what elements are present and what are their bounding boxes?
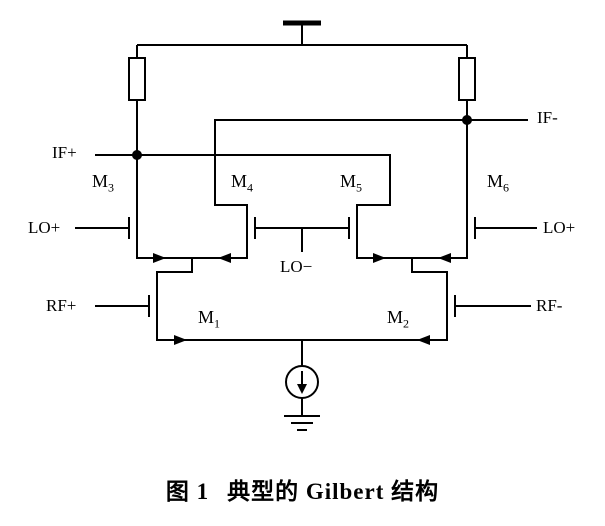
if-minus-node: [214, 115, 528, 210]
figure-caption-title: 典型的 Gilbert 结构: [227, 479, 440, 504]
label-m4-sub: 4: [247, 180, 254, 195]
label-if-minus: IF-: [537, 108, 558, 127]
label-m5: M5: [340, 172, 362, 194]
ground-symbol: [284, 415, 320, 431]
transistor-m1-symbol: [95, 288, 302, 345]
current-source-symbol: [285, 340, 319, 416]
transistor-m6-symbol: [412, 210, 537, 263]
label-m4-base: M: [231, 171, 248, 191]
label-m2: M2: [387, 308, 409, 330]
resistor-right: [458, 57, 476, 101]
label-m4: M4: [231, 172, 253, 194]
transistor-m5-symbol: [348, 210, 412, 263]
if-plus-node: [95, 150, 391, 210]
label-lo-plus-right: LO+: [543, 218, 576, 237]
right-source-node-wire: [411, 258, 448, 288]
figure-caption: 图 1 典型的 Gilbert 结构: [0, 472, 605, 506]
label-m3-base: M: [92, 171, 109, 191]
label-m5-sub: 5: [356, 180, 363, 195]
lo-minus-bus: [255, 227, 349, 252]
label-m2-base: M: [387, 307, 404, 327]
circuit-schematic: [75, 20, 537, 431]
label-m5-base: M: [340, 171, 357, 191]
transistor-m4-symbol: [192, 210, 256, 263]
transistor-m3-symbol: [75, 210, 192, 263]
label-m6-sub: 6: [503, 180, 510, 195]
label-rf-plus: RF+: [46, 296, 77, 315]
label-lo-plus-left: LO+: [28, 218, 61, 237]
label-m6-base: M: [487, 171, 504, 191]
vdd-symbol: [283, 20, 321, 45]
label-m1-sub: 1: [214, 316, 221, 331]
label-rf-minus: RF-: [536, 296, 563, 315]
label-if-plus: IF+: [52, 143, 77, 162]
label-m1-base: M: [198, 307, 215, 327]
power-rail: [136, 44, 468, 58]
label-m3-sub: 3: [108, 180, 115, 195]
label-m1: M1: [198, 308, 220, 330]
label-m2-sub: 2: [403, 316, 410, 331]
transistor-m2-symbol: [302, 288, 531, 345]
label-m3: M3: [92, 172, 114, 194]
label-m6: M6: [487, 172, 509, 194]
left-source-node-wire: [156, 258, 193, 288]
label-lo-minus: LO−: [280, 257, 313, 276]
figure-caption-number: 图 1: [165, 479, 210, 504]
resistor-left: [128, 57, 146, 101]
